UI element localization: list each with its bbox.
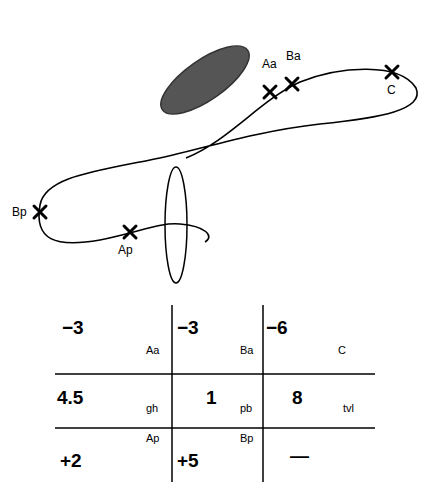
site-mark bbox=[124, 226, 136, 238]
table-site: tvl bbox=[343, 403, 354, 414]
table-site: C bbox=[338, 345, 346, 356]
table-value: −3 bbox=[62, 318, 84, 337]
table-site: Ba bbox=[240, 345, 253, 356]
gut-tube bbox=[39, 69, 417, 243]
grid-line bbox=[171, 305, 173, 482]
site-marks bbox=[34, 66, 398, 238]
site-label: Ba bbox=[286, 50, 301, 62]
table-site: Aa bbox=[146, 345, 159, 356]
table-grid bbox=[55, 305, 375, 482]
table-site: Ap bbox=[146, 433, 159, 444]
site-label: Aa bbox=[262, 58, 277, 70]
site-mark bbox=[264, 86, 276, 98]
table-value: 1 bbox=[206, 388, 217, 407]
table-value: +5 bbox=[177, 451, 199, 470]
site-label: C bbox=[387, 84, 396, 96]
site-mark bbox=[34, 206, 46, 218]
table-value: — bbox=[290, 446, 309, 465]
site-label: Bp bbox=[12, 206, 27, 218]
site-label: Ap bbox=[118, 244, 133, 256]
grid-line bbox=[55, 427, 375, 429]
site-mark bbox=[386, 66, 398, 78]
table-site: pb bbox=[240, 403, 252, 414]
ring-shape bbox=[165, 167, 187, 283]
table-value: −3 bbox=[177, 318, 199, 337]
site-mark bbox=[286, 78, 298, 90]
grid-line bbox=[55, 373, 375, 375]
table-site: Bp bbox=[240, 433, 253, 444]
table-value: 8 bbox=[292, 388, 303, 407]
table-value: 4.5 bbox=[57, 388, 83, 407]
table-value: −6 bbox=[266, 318, 288, 337]
table-value: +2 bbox=[60, 451, 82, 470]
table-site: gh bbox=[146, 403, 158, 414]
grid-line bbox=[262, 305, 264, 482]
organ-shape bbox=[151, 34, 259, 126]
